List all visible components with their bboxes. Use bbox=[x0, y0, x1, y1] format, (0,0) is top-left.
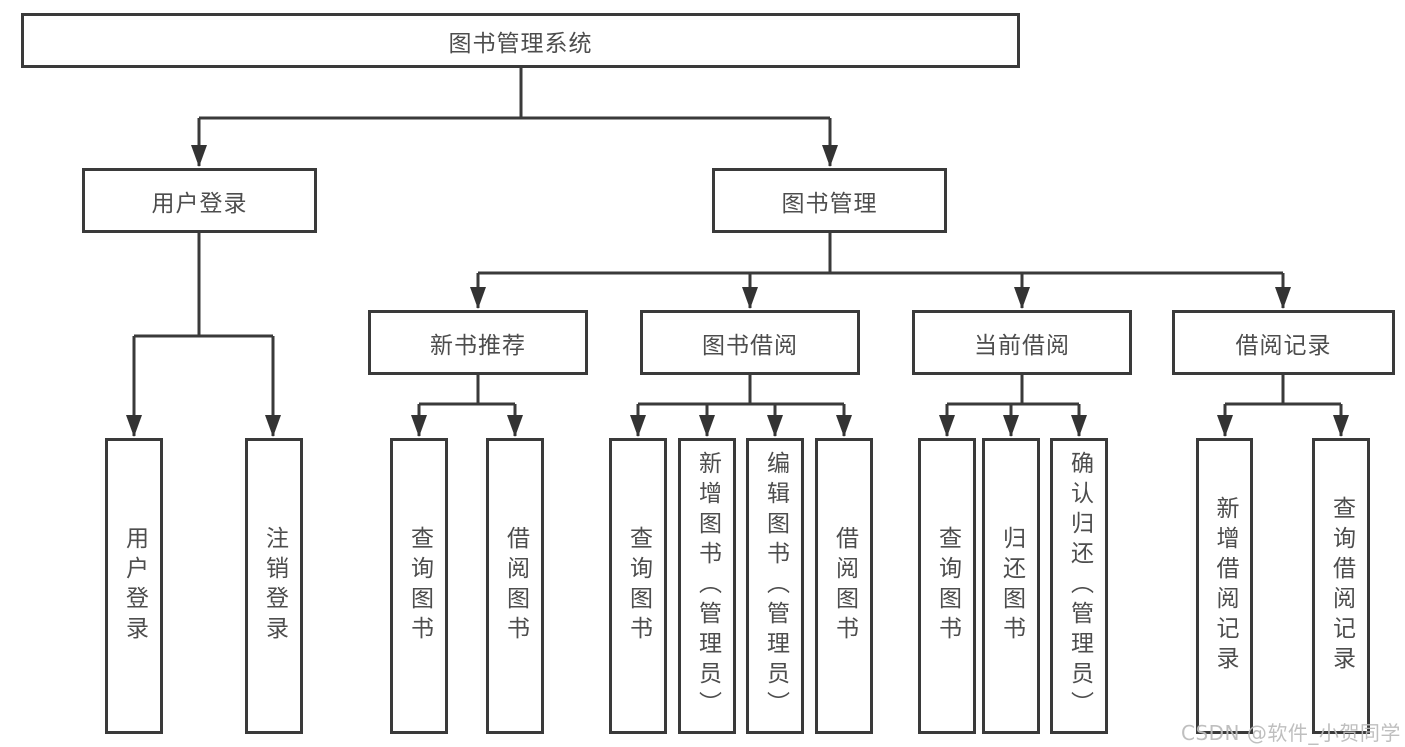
leaf-borrow-book-recommend-label: 借阅图书 bbox=[502, 526, 529, 646]
leaf-query-book-current: 查询图书 bbox=[918, 438, 976, 734]
leaf-add-borrow-record: 新增借阅记录 bbox=[1196, 438, 1253, 734]
leaf-confirm-return-admin-label: 确认归还（管理员） bbox=[1066, 451, 1093, 721]
leaf-add-book-admin-label: 新增图书（管理员） bbox=[694, 451, 721, 721]
node-new-book-recommend-label: 新书推荐 bbox=[430, 332, 526, 359]
leaf-query-borrow-record: 查询借阅记录 bbox=[1312, 438, 1370, 734]
leaf-logout-label: 注销登录 bbox=[261, 526, 288, 646]
node-book-management-label: 图书管理 bbox=[781, 190, 878, 217]
leaf-query-book-borrow-label: 查询图书 bbox=[625, 526, 652, 646]
leaf-logout: 注销登录 bbox=[245, 438, 303, 734]
leaf-query-book-borrow: 查询图书 bbox=[609, 438, 667, 734]
node-book-borrow-label: 图书借阅 bbox=[702, 332, 798, 359]
watermark-text: CSDN @软件_小贺同学 bbox=[1181, 721, 1401, 745]
leaf-query-book-recommend: 查询图书 bbox=[390, 438, 448, 734]
leaf-query-book-current-label: 查询图书 bbox=[934, 526, 961, 646]
node-new-book-recommend: 新书推荐 bbox=[368, 310, 588, 375]
leaf-borrow-book: 借阅图书 bbox=[815, 438, 873, 734]
node-root-system: 图书管理系统 bbox=[21, 13, 1020, 68]
leaf-confirm-return-admin: 确认归还（管理员） bbox=[1050, 438, 1108, 734]
leaf-query-borrow-record-label: 查询借阅记录 bbox=[1328, 496, 1355, 676]
node-user-login-label: 用户登录 bbox=[151, 190, 248, 217]
leaf-edit-book-admin: 编辑图书（管理员） bbox=[746, 438, 804, 734]
leaf-return-book: 归还图书 bbox=[982, 438, 1040, 734]
node-current-borrow: 当前借阅 bbox=[912, 310, 1132, 375]
node-borrow-records: 借阅记录 bbox=[1172, 310, 1395, 375]
leaf-add-borrow-record-label: 新增借阅记录 bbox=[1212, 496, 1238, 676]
node-book-borrow: 图书借阅 bbox=[640, 310, 860, 375]
leaf-add-book-admin: 新增图书（管理员） bbox=[678, 438, 736, 734]
node-current-borrow-label: 当前借阅 bbox=[974, 332, 1070, 359]
node-book-management: 图书管理 bbox=[712, 168, 947, 233]
leaf-borrow-book-recommend: 借阅图书 bbox=[486, 438, 544, 734]
leaf-user-login: 用户登录 bbox=[105, 438, 163, 734]
leaf-edit-book-admin-label: 编辑图书（管理员） bbox=[762, 451, 789, 721]
node-borrow-records-label: 借阅记录 bbox=[1235, 332, 1332, 359]
leaf-user-login-label: 用户登录 bbox=[121, 526, 148, 646]
leaf-return-book-label: 归还图书 bbox=[998, 526, 1025, 646]
node-user-login: 用户登录 bbox=[82, 168, 317, 233]
node-root-system-label: 图书管理系统 bbox=[448, 30, 593, 57]
leaf-borrow-book-label: 借阅图书 bbox=[831, 526, 858, 646]
leaf-query-book-recommend-label: 查询图书 bbox=[406, 526, 433, 646]
